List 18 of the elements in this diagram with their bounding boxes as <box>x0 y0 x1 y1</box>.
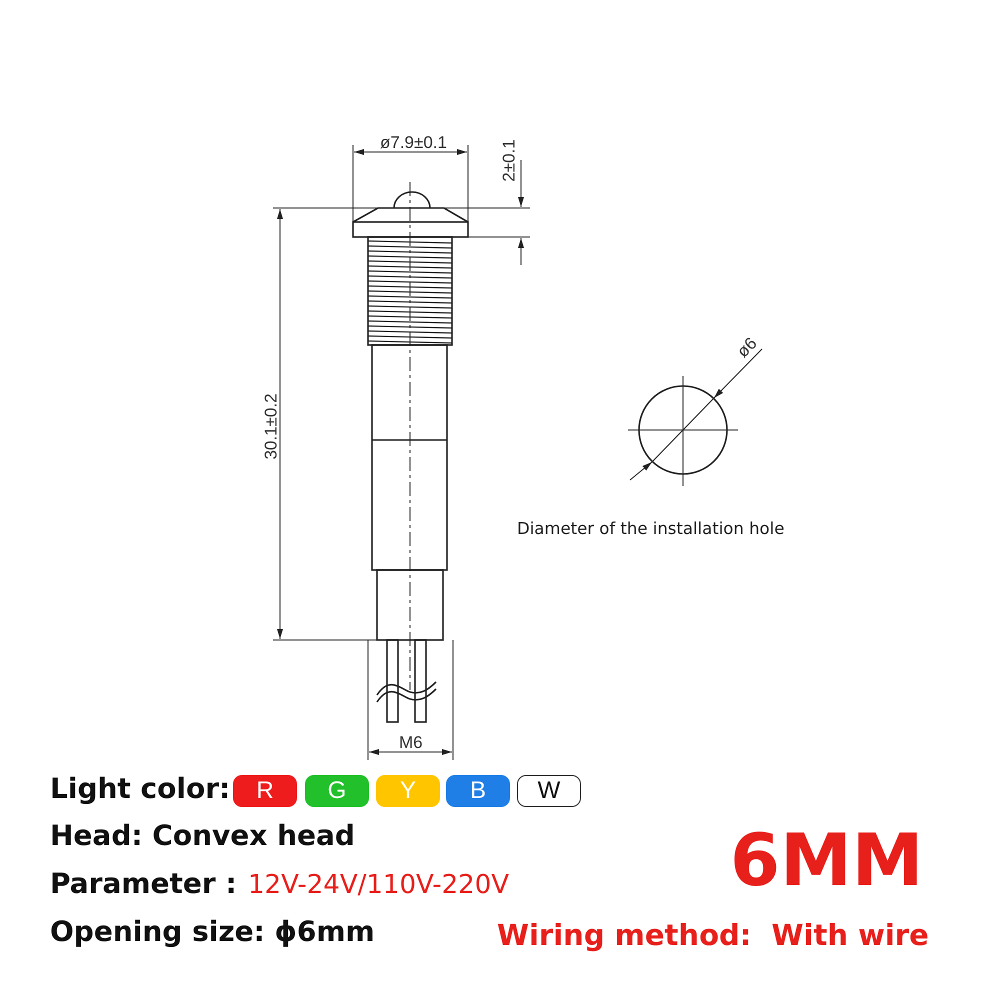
color-swatch: G <box>305 775 369 807</box>
color-swatch: Y <box>376 775 440 807</box>
spec-text: Wiring method: With wire <box>497 921 929 950</box>
spec-label: Light color: <box>50 775 230 803</box>
dimension-text: ø7.9±0.1 <box>380 134 447 151</box>
caption-text: Diameter of the installation hole <box>517 521 784 538</box>
color-swatch: R <box>233 775 297 807</box>
spec-label: Parameter : <box>50 870 237 898</box>
spec-text: Opening size: ϕ6mm <box>50 918 375 946</box>
spec-value: 12V-24V/110V-220V <box>248 872 510 898</box>
size-heading: 6MM <box>730 824 924 896</box>
dimension-text: M6 <box>399 734 423 751</box>
color-swatch: B <box>446 775 510 807</box>
dimension-text: 30.1±0.2 <box>262 393 280 460</box>
color-swatch: W <box>517 775 581 807</box>
dimension-text: 2±0.1 <box>500 139 518 182</box>
dimension-text: ø6 <box>734 334 760 361</box>
spec-text: Head: Convex head <box>50 822 355 850</box>
